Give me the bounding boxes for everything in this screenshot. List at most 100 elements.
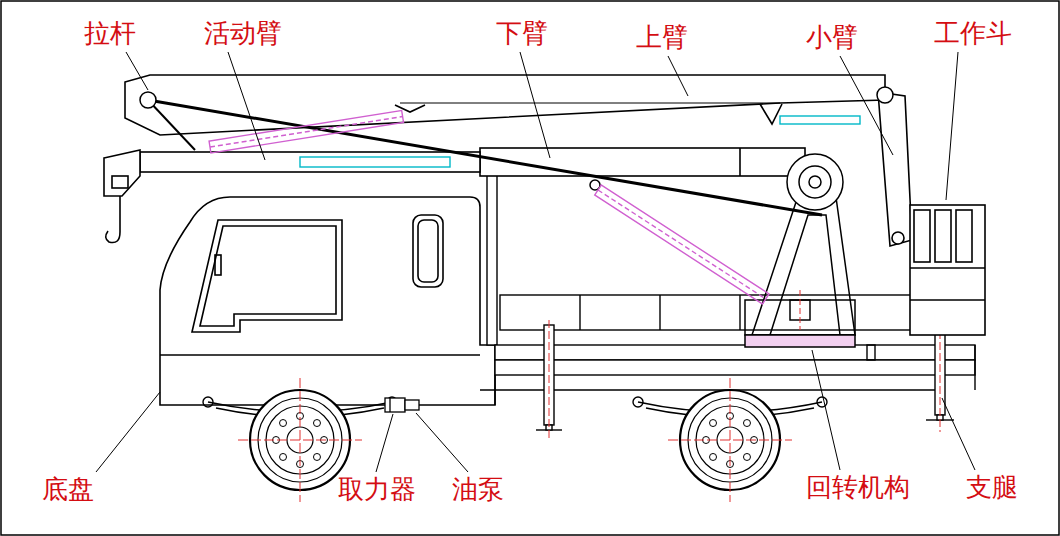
wheels-part-part [313,453,320,460]
boom-hub-part [799,166,831,198]
hydraulic-cylinders-part [209,111,403,153]
boom-hub [787,154,843,210]
slewing-mechanism-part [770,215,840,335]
truck-cab-part [200,226,336,326]
truck-bed-part [494,375,495,405]
pull-rod-part [148,100,822,215]
pull-rod-part [140,92,156,108]
work-bucket-part [910,205,985,335]
truck-cab-part [418,220,438,282]
truck-bed-part [500,295,970,330]
hydraulic-cylinders-part-part [595,185,769,304]
part-label: 底盘 [42,474,94,504]
hydraulic-cylinders-part-part [210,116,403,147]
wheels-part-part [743,420,750,427]
leader-lines-part [416,413,468,472]
upper-arm-part [760,104,782,124]
boom-hub-part [809,176,821,188]
leader-lines-part [376,414,393,472]
part-label: 油泵 [452,474,504,504]
part-label: 回转机构 [806,472,910,502]
wheels-part [300,378,301,502]
work-bucket-part [910,267,985,269]
lower-arm-part [739,148,741,176]
part-label: 小臂 [806,22,858,52]
work-bucket-part [914,210,930,262]
wheels-part-part [743,453,750,460]
pull-rod-part [148,100,195,150]
outrigger-legs-part [549,320,550,440]
leader-lines-part [96,392,160,472]
lower-arm-part [480,148,805,176]
truck-cab-part [192,220,342,332]
pto-and-pump-part [405,400,419,410]
work-bucket-part [910,299,985,301]
hydraulic-cylinders-part-part [209,111,403,153]
slewing-mechanism-part [745,335,855,347]
truck-bed-part [495,345,975,360]
leader-lines-part [840,56,893,155]
slewing-mechanism [745,190,855,347]
lower-arm-part [119,196,121,214]
leader-lines [96,52,975,472]
hydraulic-cylinders-part [595,185,769,304]
truck-cab-part [215,255,221,275]
leaf-springs-part [203,397,213,407]
part-label: 取力器 [338,474,416,504]
hydraulic-cylinders-part [780,116,860,124]
small-arm-part [878,92,912,246]
lower-arm-part [106,214,120,243]
pull-rod [140,87,893,215]
pto-and-pump-part [385,398,405,412]
outrigger-legs-part [940,320,941,432]
hydraulic-cylinders [209,111,860,304]
work-bucket-part [935,210,951,262]
leader-lines-part [668,56,688,96]
leader-lines-part [942,398,975,470]
pto-and-pump [385,398,419,412]
truck-bed-part [487,170,497,345]
part-label: 下臂 [496,18,548,48]
leader-lines-part [520,52,550,158]
work-bucket-part [956,210,972,262]
wheels [238,378,792,502]
work-bucket [910,205,985,335]
leader-lines-part [946,52,958,200]
small-arm [878,92,912,246]
wheels-part-part [280,420,287,427]
lower-arm-part [112,176,128,188]
truck-bed-part [867,345,875,360]
wheels-part [730,378,731,502]
pull-rod-part [877,87,893,103]
truck-bed-part [974,345,975,390]
leader-lines-part [126,52,148,90]
pto-and-pump-part [389,398,390,412]
truck-cab [160,197,495,405]
upper-arm-part [400,103,780,104]
truck-bed-part [579,295,580,330]
truck-cab-part [413,215,443,287]
slewing-mechanism-part [800,290,801,330]
hydraulic-cylinders-part-part [598,190,766,299]
part-label: 拉杆 [84,18,136,48]
small-arm-part [892,232,904,244]
leader-lines-part [228,52,265,160]
truck-bed-part [739,295,740,330]
truck-bed-part [495,360,975,375]
leaf-springs-part [817,397,827,407]
part-label: 支腿 [966,472,1018,502]
wheels-part-part [280,453,287,460]
truck-cab-part [160,354,480,356]
leaf-springs-part [633,397,643,407]
wheels-part-part [710,453,717,460]
part-label: 工作斗 [934,18,1012,48]
leader-lines-part [812,350,840,470]
hydraulic-cylinders-part [300,157,450,167]
part-label: 活动臂 [204,18,282,48]
lower-arm-part [140,152,480,172]
truck-bed-part [659,295,660,330]
lower-arm-part [104,150,140,196]
